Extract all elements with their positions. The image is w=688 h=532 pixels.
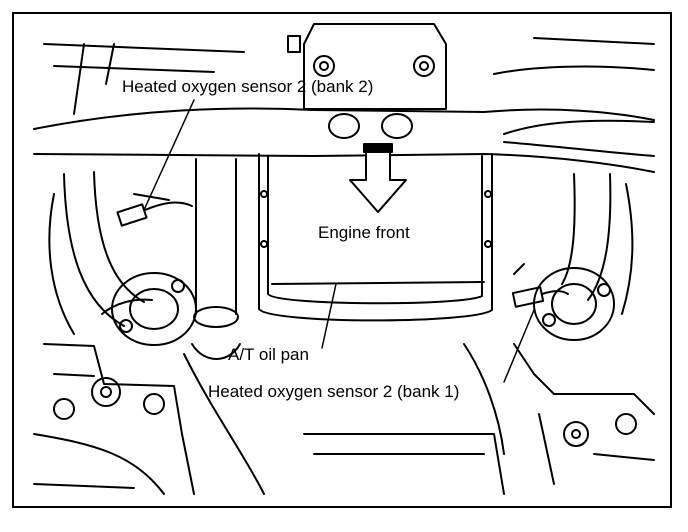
engine-underside-diagram: Heated oxygen sensor 2 (bank 2) Engine f…: [33, 23, 655, 495]
sensor-bank1-body: [511, 286, 569, 308]
leader-oil-pan: [321, 283, 337, 349]
label-oil-pan: A/T oil pan: [228, 345, 309, 364]
leader-sensor-bank1: [503, 309, 535, 383]
engine-front-arrow: [349, 143, 407, 213]
bottom-assemblies: [33, 343, 655, 495]
oil-pan: [258, 153, 493, 322]
diagram-frame: Heated oxygen sensor 2 (bank 2) Engine f…: [12, 12, 672, 508]
crossmember: [33, 37, 655, 173]
label-sensor-bank2: Heated oxygen sensor 2 (bank 2): [122, 77, 373, 96]
leader-lines: [143, 99, 535, 383]
sensor-bank2-body: [116, 201, 193, 227]
right-exhaust-pipe: [513, 173, 634, 341]
vertical-rod: [191, 158, 241, 360]
label-engine-front: Engine front: [318, 223, 410, 242]
left-exhaust-pipe: [48, 171, 197, 346]
label-sensor-bank1: Heated oxygen sensor 2 (bank 1): [208, 382, 459, 401]
top-bracket: [287, 23, 447, 139]
leader-sensor-bank2: [143, 99, 195, 211]
